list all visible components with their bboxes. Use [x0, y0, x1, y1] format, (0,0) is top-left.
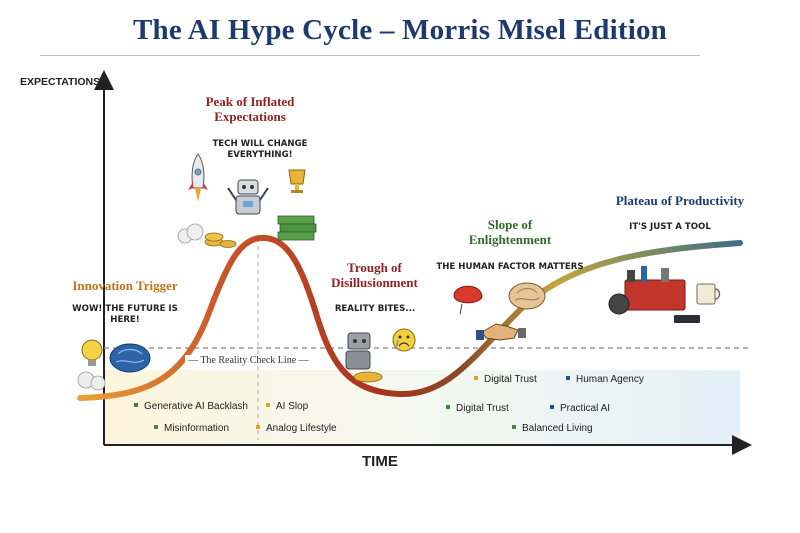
tag-bullet [154, 425, 158, 430]
chart-title: The AI Hype Cycle – Morris Misel Edition [133, 14, 667, 46]
toolbox-icon [608, 266, 686, 315]
cloud-icon [77, 371, 106, 391]
trophy-icon [288, 169, 306, 193]
tag-bullet [446, 405, 450, 410]
tag-label: Practical AI [560, 403, 611, 414]
tag-label: Balanced Living [522, 423, 593, 434]
title-divider [40, 55, 700, 56]
tag-item: Balanced Living [512, 423, 593, 434]
phase-quote-innovation-trigger: WOW! THE FUTURE IS HERE! [72, 304, 178, 325]
tag-label: Digital Trust [484, 374, 537, 385]
phase-name-peak: Peak of Inflated Expectations [205, 94, 295, 124]
tag-bullet [134, 403, 138, 408]
lightbulb-icon [81, 339, 103, 366]
rocket-icon [188, 153, 208, 202]
phone-icon [674, 315, 700, 323]
tag-label: Digital Trust [456, 403, 509, 414]
phase-name-trough: Trough of Disillusionment [331, 260, 418, 290]
tag-bullet [550, 405, 554, 410]
tag-label: Human Agency [576, 374, 644, 385]
coins-icon [204, 232, 237, 248]
cloud-icon [177, 223, 204, 244]
tag-bullet [566, 376, 570, 381]
phase-quote-trough: REALITY BITES... [334, 304, 416, 314]
dash-decoration: — [188, 355, 201, 366]
robot-icon [227, 179, 269, 215]
tag-item: Misinformation [154, 423, 229, 434]
reality-check-label: — The Reality Check Line — [185, 355, 312, 366]
sad-face-icon [392, 328, 416, 352]
tag-item: Digital Trust [446, 403, 509, 414]
deflated-balloon-icon [453, 285, 483, 315]
brain-icon [508, 282, 546, 310]
tag-label: Analog Lifestyle [266, 423, 337, 434]
phase-name-innovation-trigger: Innovation Trigger [72, 278, 178, 293]
tag-item: Generative AI Backlash [134, 401, 248, 412]
tag-bullet [474, 376, 478, 381]
handshake-icon [476, 323, 526, 341]
money-stack-icon [277, 215, 317, 241]
brain-icon [109, 343, 151, 373]
tag-item: AI Slop [266, 401, 308, 412]
tag-item: Analog Lifestyle [256, 423, 337, 434]
tag-bullet [256, 425, 260, 430]
tag-item: Practical AI [550, 403, 610, 414]
tag-label: Misinformation [164, 423, 230, 434]
tag-item: Human Agency [566, 374, 644, 385]
tag-bullet [266, 403, 270, 408]
x-axis-label: TIME [362, 453, 398, 470]
tag-label: Generative AI Backlash [144, 401, 248, 412]
phase-quote-slope: THE HUMAN FACTOR MATTERS [436, 262, 584, 272]
tag-item: Digital Trust [474, 374, 537, 385]
coffee-mug-icon [696, 283, 721, 305]
phase-quote-plateau: IT'S JUST A TOOL [629, 222, 711, 232]
phase-quote-peak: TECH WILL CHANGE EVERYTHING! [212, 139, 308, 160]
time-band [104, 370, 740, 444]
broken-robot-icon [345, 332, 383, 383]
hype-curve [77, 234, 743, 401]
phase-name-slope: Slope of Enlightenment [468, 217, 552, 247]
phase-name-plateau: Plateau of Productivity [615, 193, 745, 208]
reality-check-text: The Reality Check Line [200, 355, 297, 366]
tag-bullet [512, 425, 516, 430]
dash-decoration: — [296, 355, 309, 366]
y-axis-label: EXPECTATIONS [20, 76, 101, 88]
tag-label: AI Slop [276, 401, 309, 412]
